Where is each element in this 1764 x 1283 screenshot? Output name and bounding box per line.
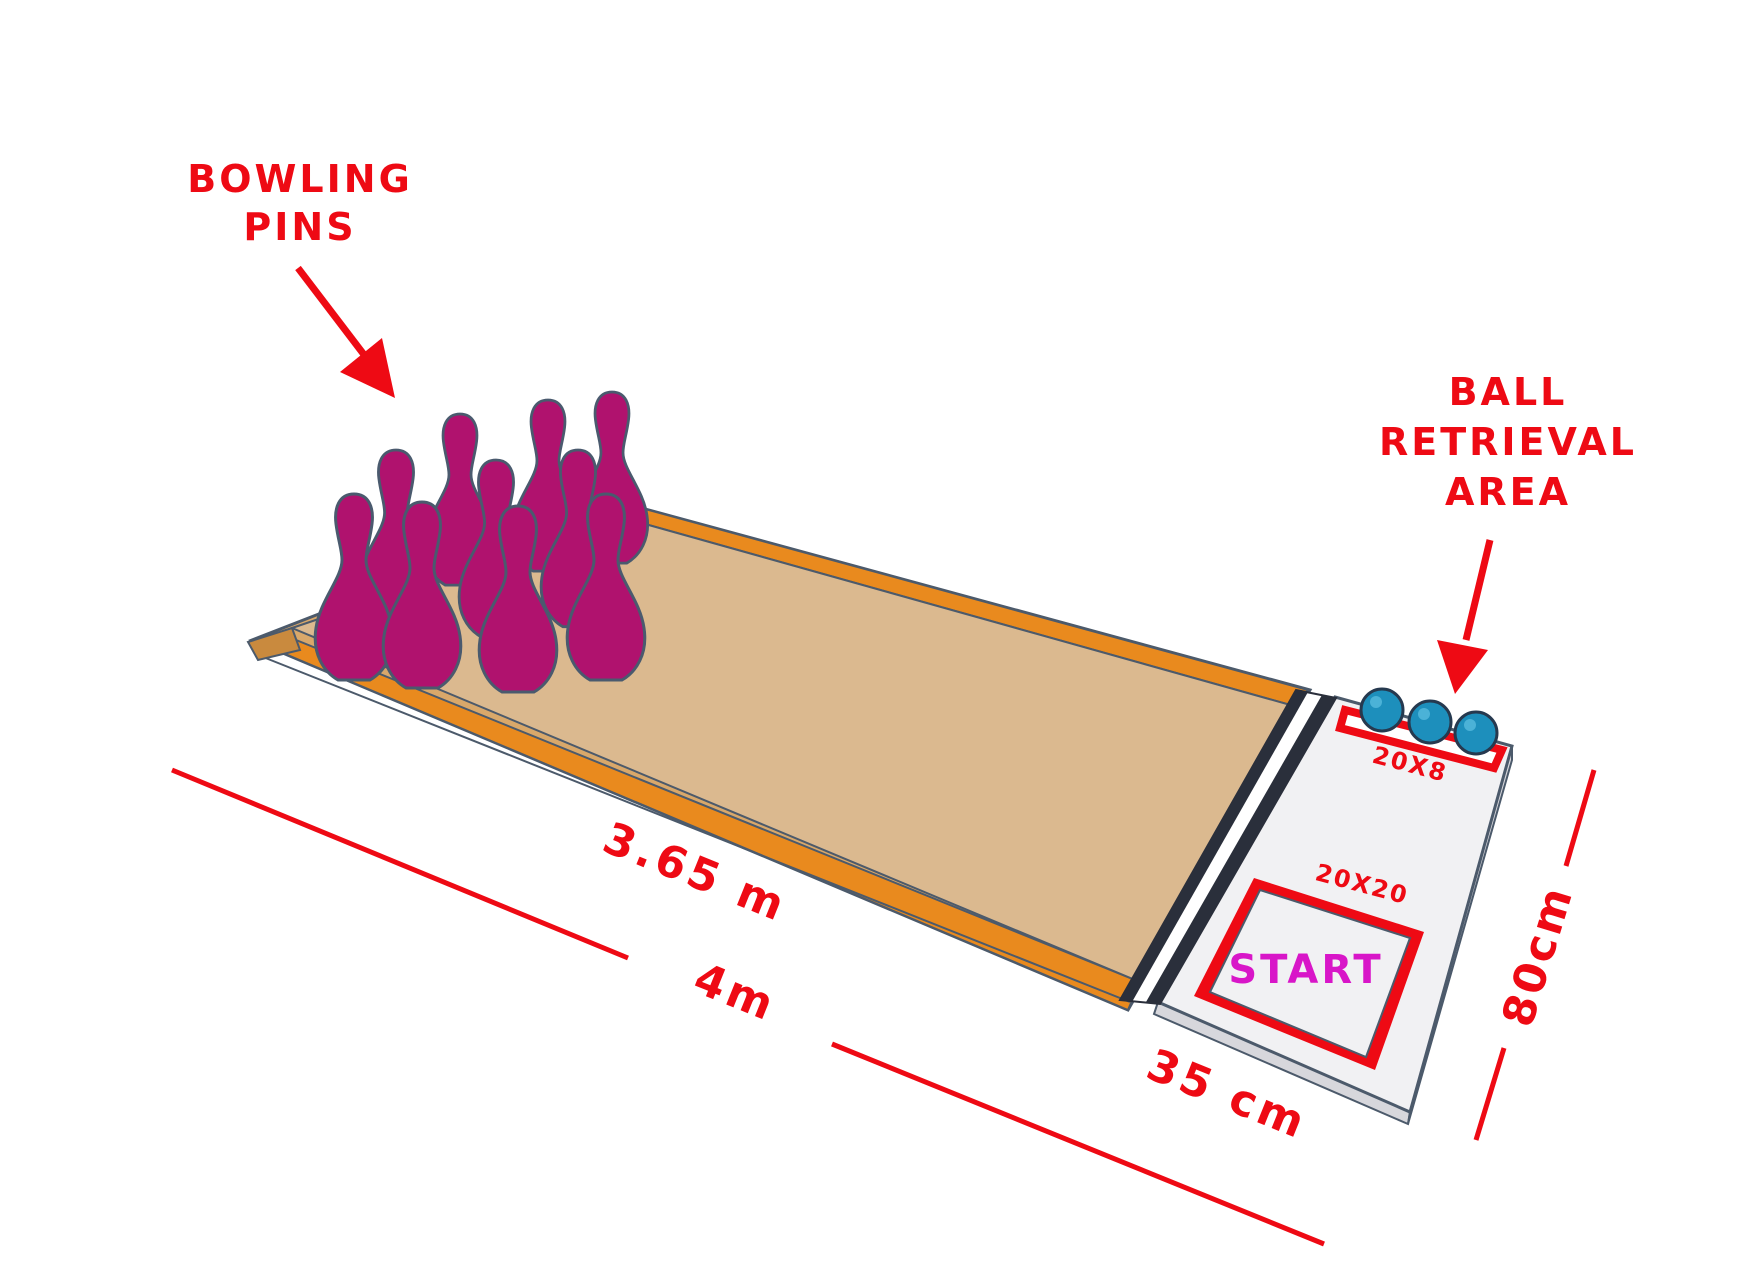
start-box-inner	[1208, 888, 1412, 1059]
bowling-pin	[477, 504, 559, 694]
lane-bed	[289, 515, 1296, 984]
bowling-pins	[313, 390, 650, 694]
width-label: 80cm	[1493, 879, 1584, 1033]
width-dimension-line-top	[1563, 769, 1597, 867]
width-dimension-line-bottom	[1473, 1047, 1507, 1141]
pins-label-line1: BOWLING	[187, 157, 413, 201]
bowling-pin	[313, 492, 395, 682]
ball	[1359, 687, 1405, 733]
pins-arrow	[295, 265, 395, 398]
bowling-pin	[381, 500, 463, 690]
foul-line-bar-2	[1146, 695, 1336, 1004]
pins-label-line2: PINS	[243, 205, 356, 249]
retrieval-label-line2: RETRIEVAL	[1379, 420, 1637, 464]
bowling-pin	[565, 492, 647, 682]
retrieval-label-line1: BALL	[1449, 370, 1568, 414]
foul-line-bar-1	[1120, 690, 1308, 1002]
retrieval-label-line3: AREA	[1445, 470, 1571, 514]
start-label: START	[1228, 947, 1383, 993]
lane-end	[246, 626, 302, 662]
total-length-dimension-line	[831, 1041, 1325, 1247]
retrieval-arrow	[1437, 539, 1494, 694]
lane-length-dimension-line	[171, 767, 629, 961]
near-gutter-edge	[257, 654, 1131, 1003]
total-length-label: 4m	[687, 953, 784, 1032]
balls	[1359, 687, 1499, 756]
approach-platform	[1118, 688, 1514, 1126]
ball	[1453, 710, 1499, 756]
ball	[1407, 699, 1453, 745]
